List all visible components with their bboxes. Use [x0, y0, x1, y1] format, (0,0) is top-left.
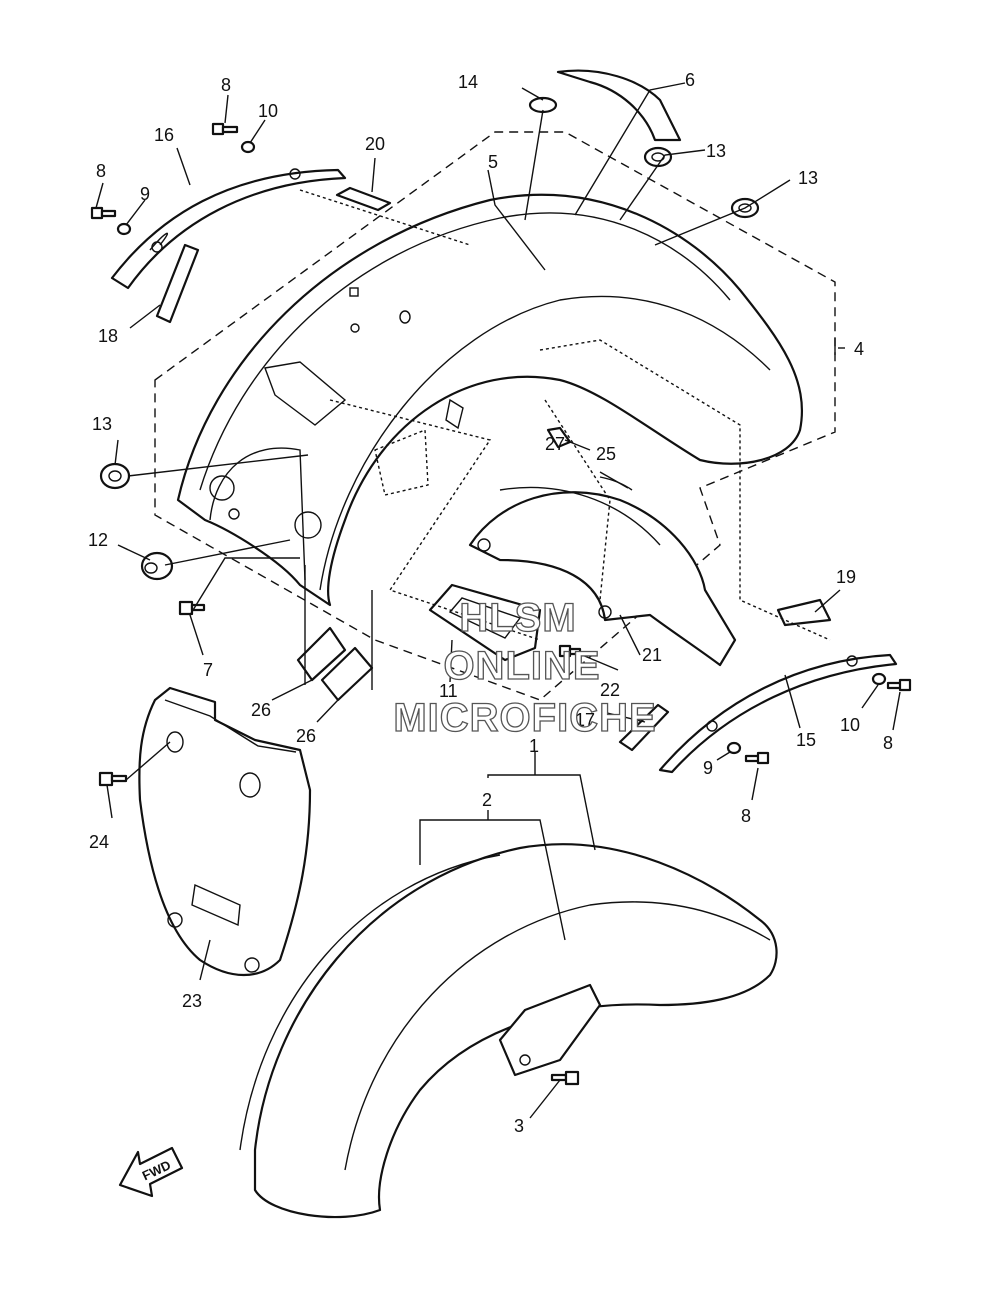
callout-22: 22 — [600, 680, 620, 700]
watermark-line-3: MICROFICHE — [393, 696, 656, 740]
callout-8-a: 8 — [221, 75, 231, 95]
grommet-13-top — [643, 146, 673, 168]
callout-9-b: 9 — [703, 758, 713, 778]
callout-21: 21 — [642, 645, 662, 665]
callout-4: 4 — [854, 339, 864, 359]
pad-18 — [155, 243, 200, 324]
callout-25: 25 — [596, 444, 616, 464]
washer-14 — [528, 96, 558, 114]
callout-17: 17 — [575, 710, 595, 730]
reflector-26-a — [296, 626, 347, 682]
callout-19: 19 — [836, 567, 856, 587]
pad-19 — [776, 598, 832, 627]
watermark: HLSM ONLINE MICROFICHE — [393, 595, 657, 740]
bolt-24 — [98, 771, 128, 787]
pad-20 — [335, 186, 392, 212]
pad-17 — [618, 703, 670, 752]
callout-7: 7 — [203, 660, 213, 680]
callout-1: 1 — [529, 736, 539, 756]
dotted-guide-c — [539, 339, 831, 641]
callout-11: 11 — [439, 681, 458, 701]
callout-24: 24 — [89, 832, 109, 852]
holder-11 — [428, 583, 542, 662]
callout-20: 20 — [365, 134, 385, 154]
fwd-arrow-icon: FWD — [118, 1146, 184, 1198]
rail-15 — [658, 653, 898, 774]
rail-16 — [110, 168, 347, 290]
callout-27: 27 — [545, 434, 565, 454]
grommet-12 — [140, 551, 174, 581]
rear-fender — [176, 193, 803, 607]
callout-13-b: 13 — [706, 141, 726, 161]
callout-15: 15 — [796, 730, 816, 750]
watermark-line-1: HLSM — [459, 596, 576, 640]
callout-14: 14 — [458, 72, 478, 92]
fender-trim-piece — [556, 69, 682, 142]
callout-12: 12 — [88, 530, 108, 550]
washer-9-a — [116, 222, 132, 236]
bolt-3 — [550, 1070, 580, 1086]
callout-5: 5 — [488, 152, 498, 172]
callout-16: 16 — [154, 125, 174, 145]
callout-13-c: 13 — [798, 168, 818, 188]
callout-26-a: 26 — [251, 700, 271, 720]
watermark-line-2: ONLINE — [443, 644, 600, 688]
rear-fender-assembly-outline — [154, 131, 836, 701]
bolt-8-a — [211, 122, 239, 136]
side-cover-23 — [138, 686, 312, 977]
callout-10-b: 10 — [840, 715, 860, 735]
callout-8-d: 8 — [741, 806, 751, 826]
callout-6: 6 — [685, 70, 695, 90]
callout-18: 18 — [98, 326, 118, 346]
callout-23: 23 — [182, 991, 202, 1011]
callout-10-a: 10 — [258, 101, 278, 121]
callout-13-a: 13 — [92, 414, 112, 434]
callout-9-a: 9 — [140, 184, 150, 204]
callout-8-b: 8 — [96, 161, 106, 181]
callout-8-c: 8 — [883, 733, 893, 753]
grommet-13-left — [99, 462, 131, 490]
bolt-7 — [178, 600, 206, 616]
leader-lines — [95, 82, 901, 1119]
washer-10-b — [871, 672, 887, 686]
bolt-8-c — [886, 678, 912, 692]
washer-10-a — [240, 140, 256, 154]
bolt-8-b — [90, 206, 117, 220]
callout-2: 2 — [482, 790, 492, 810]
bolt-22 — [558, 644, 582, 658]
front-fender-2 — [239, 843, 778, 1219]
dotted-guide-d — [544, 399, 611, 601]
bolt-8-d — [744, 751, 770, 765]
callout-26-b: 26 — [296, 726, 316, 746]
callout-3: 3 — [514, 1116, 524, 1136]
washer-9-b — [726, 741, 742, 755]
